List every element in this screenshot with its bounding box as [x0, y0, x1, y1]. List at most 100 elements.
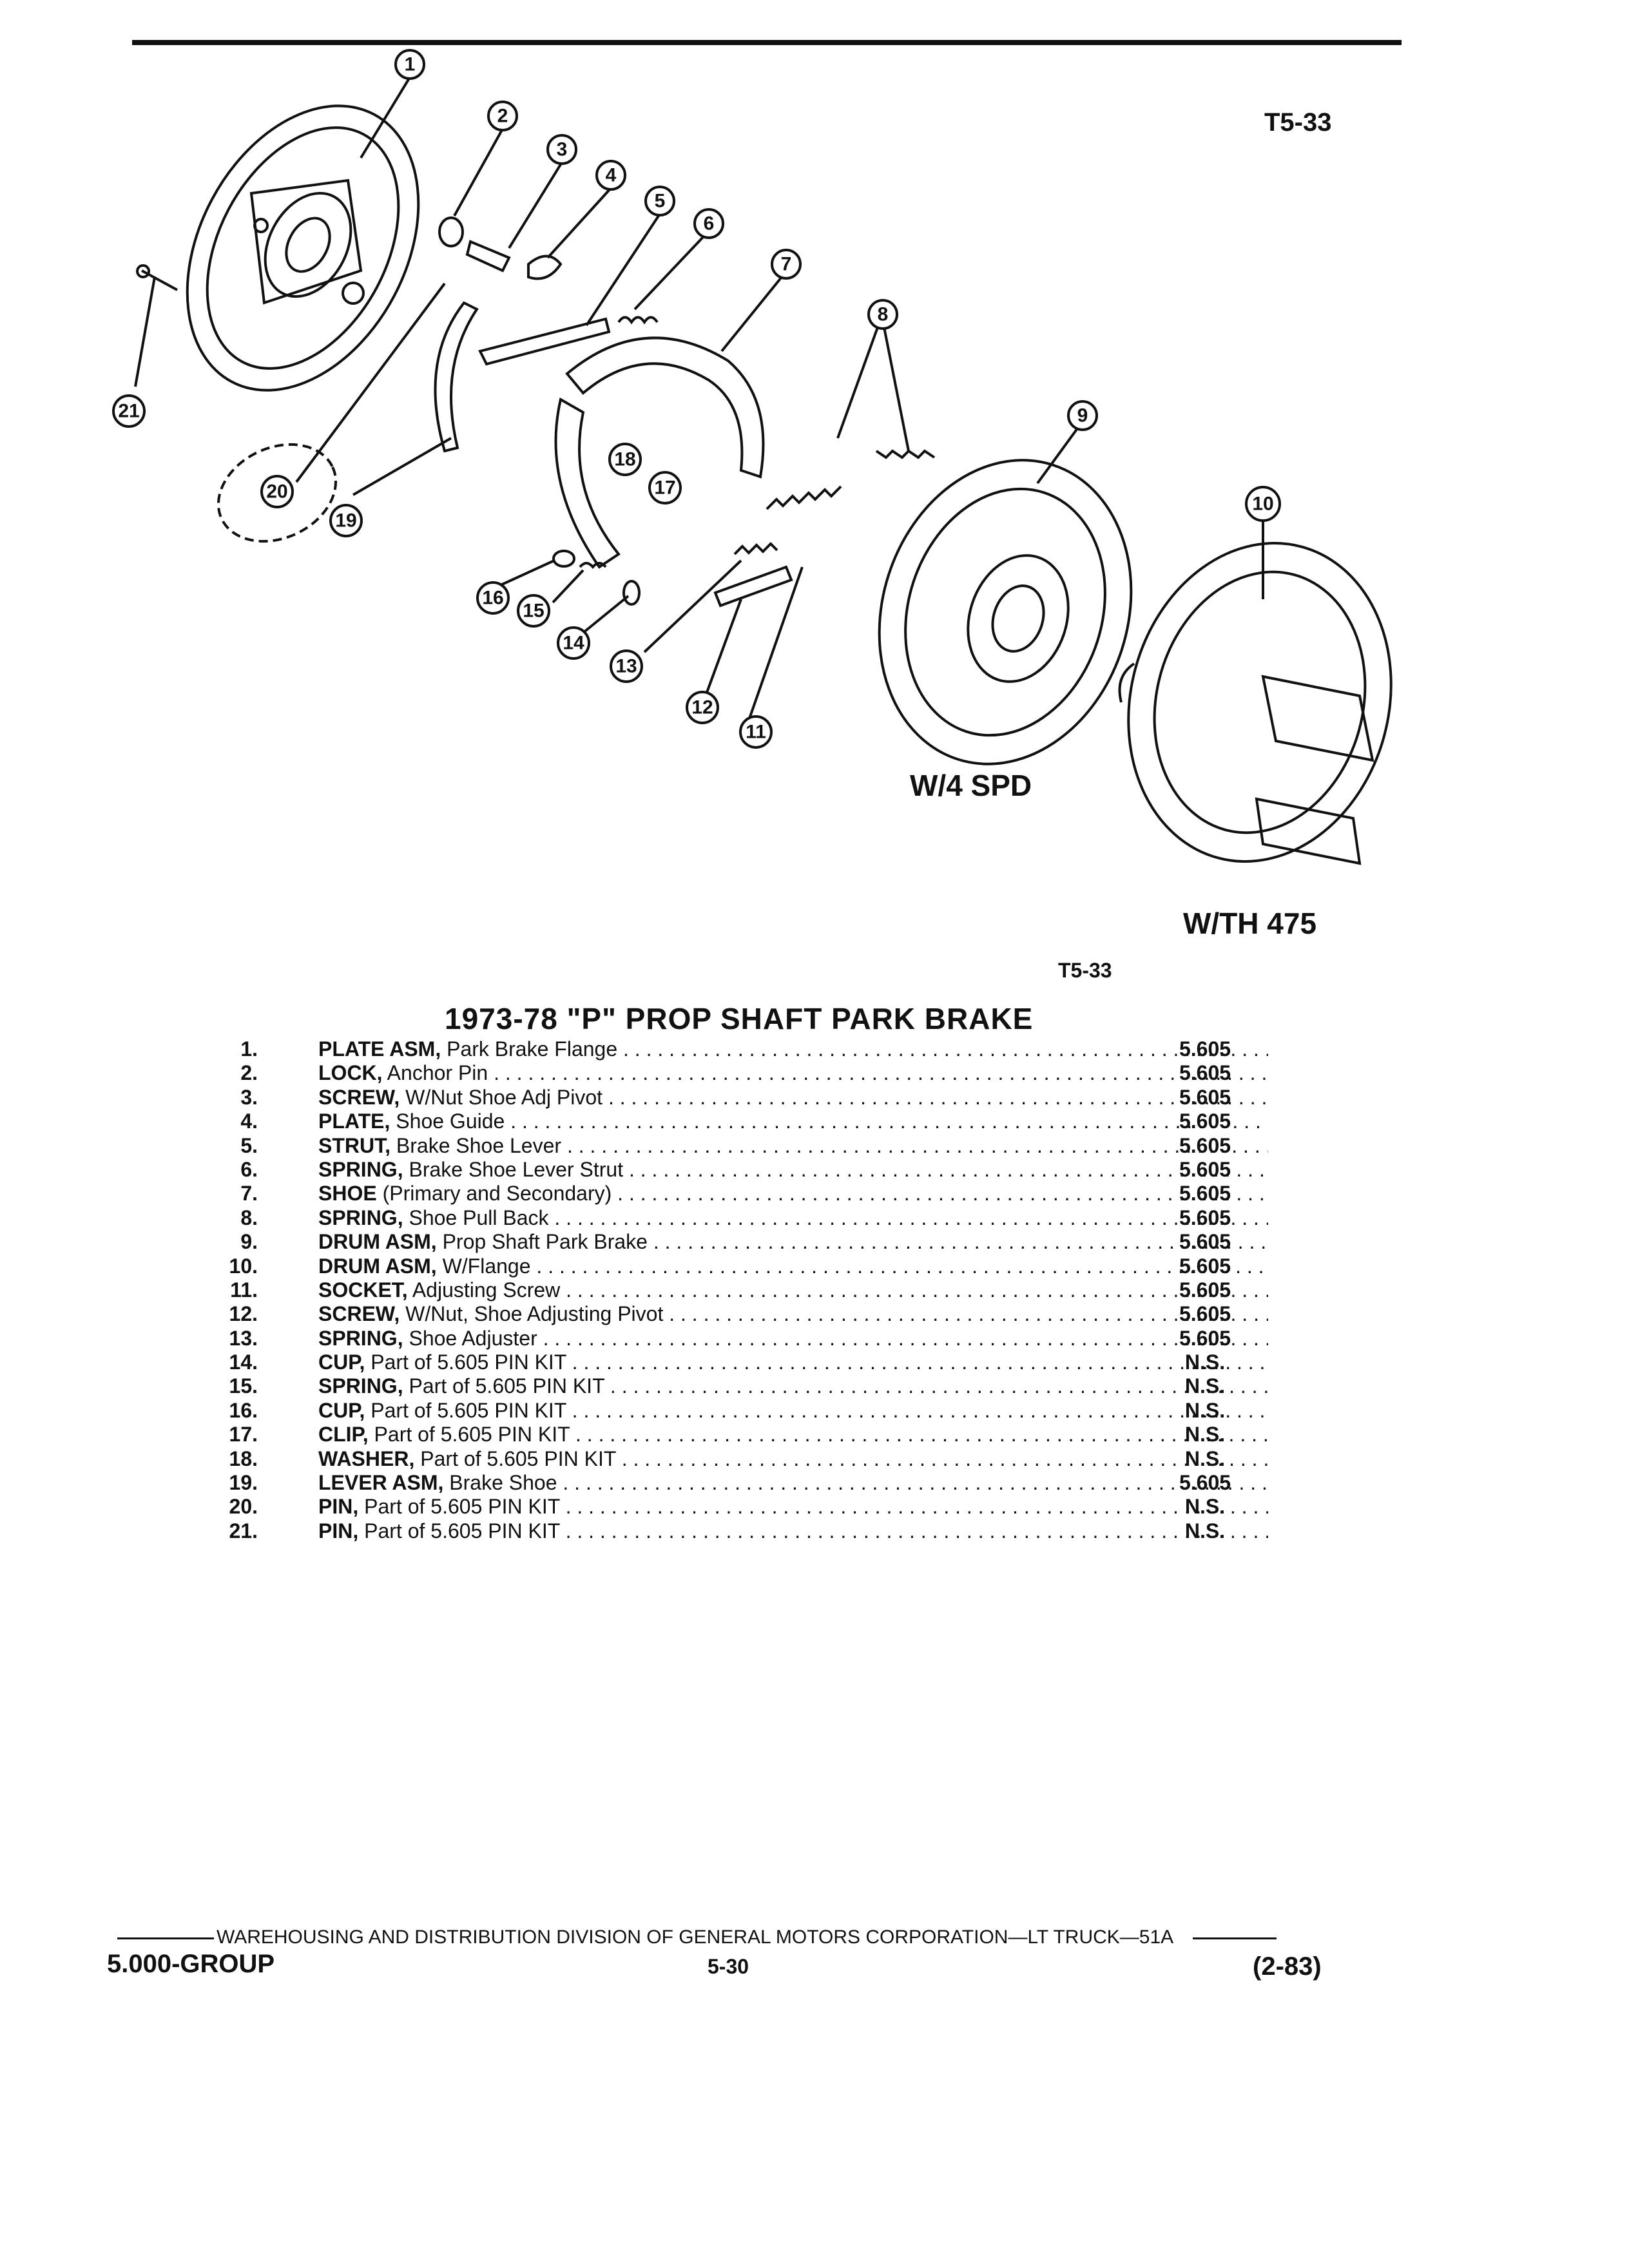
part-name: LOCK,: [318, 1061, 383, 1085]
part-description: SPRING, Shoe Pull Back: [318, 1206, 1268, 1230]
parts-row: 2.LOCK, Anchor Pin5.605: [174, 1061, 1244, 1085]
part-description: LEVER ASM, Brake Shoe: [318, 1471, 1268, 1495]
drum-4spd-drawing: [878, 459, 1133, 765]
part-name: PLATE ASM,: [318, 1037, 441, 1061]
part-name: CLIP,: [318, 1423, 369, 1446]
part-detail: W/Nut, Shoe Adjusting Pivot: [400, 1302, 664, 1326]
parts-row: 13.SPRING, Shoe Adjuster5.605: [174, 1327, 1244, 1350]
part-name: STRUT,: [318, 1133, 390, 1157]
callout-label: 8: [878, 304, 889, 325]
variant-label-4spd: W/4 SPD: [910, 769, 1032, 802]
callout-label: 12: [691, 697, 713, 718]
parts-row: 11.SOCKET, Adjusting Screw5.605: [174, 1278, 1244, 1302]
callout-circle: [644, 186, 675, 216]
callout-circle: [610, 649, 643, 683]
part-reference: 5.605: [1179, 1471, 1231, 1495]
parts-row: 15.SPRING, Part of 5.605 PIN KITN.S.: [174, 1374, 1244, 1398]
parts-row: 6.SPRING, Brake Shoe Lever Strut5.605: [174, 1158, 1244, 1182]
part-number: 20.: [229, 1495, 258, 1519]
part-detail: Part of 5.605 PIN KIT: [368, 1423, 570, 1446]
part-detail: W/Flange: [436, 1254, 531, 1278]
part-detail: Shoe Guide: [390, 1110, 505, 1133]
footer-date: (2-83): [1253, 1952, 1322, 1981]
part-number: 13.: [229, 1326, 258, 1350]
callout-circle: [394, 49, 425, 80]
part-reference: 5.605: [1179, 1133, 1231, 1157]
part-detail: Part of 5.605 PIN KIT: [403, 1374, 605, 1398]
part-number: 6.: [240, 1157, 258, 1181]
part-number: 3.: [240, 1085, 258, 1109]
parts-row: 12.SCREW, W/Nut, Shoe Adjusting Pivot5.6…: [174, 1302, 1244, 1326]
parts-row: 14.CUP, Part of 5.605 PIN KITN.S.: [174, 1350, 1244, 1374]
part-reference: 5.605: [1179, 1182, 1231, 1206]
part-description: PIN, Part of 5.605 PIN KIT: [318, 1519, 1268, 1543]
parts-row: 16.CUP, Part of 5.605 PIN KITN.S.: [174, 1399, 1244, 1423]
callout-label: 4: [606, 165, 617, 186]
part-detail: Brake Shoe Lever Strut: [403, 1157, 624, 1181]
parts-row: 21.PIN, Part of 5.605 PIN KITN.S.: [174, 1519, 1244, 1543]
footer-group: 5.000-GROUP: [107, 1950, 275, 1978]
part-number: 9.: [240, 1230, 258, 1254]
top-rule: [132, 40, 1402, 45]
part-detail: Prop Shaft Park Brake: [436, 1230, 648, 1254]
part-name: SOCKET,: [318, 1278, 408, 1302]
part-reference: 5.605: [1179, 1206, 1231, 1229]
callout-label: 2: [497, 106, 508, 127]
part-detail: Adjusting Screw: [407, 1278, 561, 1302]
callout-label: 7: [781, 254, 792, 275]
parts-row: 5.STRUT, Brake Shoe Lever5.605: [174, 1134, 1244, 1158]
part-name: SPRING,: [318, 1374, 403, 1398]
callout-circle: [546, 134, 577, 165]
part-description: DRUM ASM, Prop Shaft Park Brake: [318, 1230, 1268, 1254]
parts-row: 10.DRUM ASM, W/Flange5.605: [174, 1254, 1244, 1278]
part-number: 8.: [240, 1206, 258, 1229]
callout-label: 5: [655, 191, 666, 212]
callout-label: 6: [704, 213, 715, 235]
parts-row: 7.SHOE (Primary and Secondary)5.605: [174, 1182, 1244, 1206]
part-reference: N.S.: [1184, 1495, 1226, 1519]
callout-circle: [517, 594, 550, 628]
part-description: PLATE ASM, Park Brake Flange: [318, 1037, 1268, 1061]
callout-circle: [595, 160, 626, 191]
callout-circle: [1067, 400, 1098, 431]
part-reference: 5.605: [1179, 1254, 1231, 1278]
part-description: SPRING, Part of 5.605 PIN KIT: [318, 1374, 1268, 1398]
callout-circle: [867, 299, 898, 330]
parts-row: 20.PIN, Part of 5.605 PIN KITN.S.: [174, 1495, 1244, 1519]
part-reference: 5.605: [1179, 1302, 1231, 1326]
parts-row: 18.WASHER, Part of 5.605 PIN KITN.S.: [174, 1447, 1244, 1471]
part-description: SCREW, W/Nut Shoe Adj Pivot: [318, 1086, 1268, 1110]
part-name: WASHER,: [318, 1446, 415, 1470]
part-reference: 5.605: [1179, 1110, 1231, 1133]
part-reference: N.S.: [1184, 1374, 1226, 1398]
part-name: PIN,: [318, 1519, 359, 1542]
part-detail: Part of 5.605 PIN KIT: [365, 1350, 566, 1374]
callout-circle: [739, 715, 773, 749]
parts-row: 19.LEVER ASM, Brake Shoe5.605: [174, 1471, 1244, 1495]
callout-label: 18: [614, 449, 635, 470]
part-detail: W/Nut Shoe Adj Pivot: [400, 1085, 603, 1109]
part-description: WASHER, Part of 5.605 PIN KIT: [318, 1447, 1268, 1471]
callout-circle: [648, 471, 682, 505]
part-number: 7.: [240, 1182, 258, 1206]
callout-label: 11: [746, 722, 766, 743]
footer-division: WAREHOUSING AND DISTRIBUTION DIVISION OF…: [117, 1927, 1277, 1948]
part-name: CUP,: [318, 1350, 365, 1374]
part-name: LEVER ASM,: [318, 1471, 444, 1495]
part-name: CUP,: [318, 1398, 365, 1422]
part-reference: N.S.: [1184, 1350, 1226, 1374]
parts-list: 1.PLATE ASM, Park Brake Flange5.605 2.LO…: [174, 1037, 1244, 1543]
part-reference: 5.605: [1179, 1061, 1231, 1085]
callout-circle: [557, 626, 590, 660]
callout-circle: [260, 475, 294, 508]
part-detail: Part of 5.605 PIN KIT: [358, 1495, 560, 1519]
part-description: LOCK, Anchor Pin: [318, 1061, 1268, 1085]
part-number: 17.: [229, 1423, 258, 1446]
part-number: 11.: [230, 1278, 258, 1302]
part-number: 5.: [240, 1133, 258, 1157]
part-name: DRUM ASM,: [318, 1230, 437, 1254]
callout-circle: [476, 581, 510, 615]
part-name: SCREW,: [318, 1085, 400, 1109]
part-reference: 5.605: [1179, 1157, 1231, 1181]
